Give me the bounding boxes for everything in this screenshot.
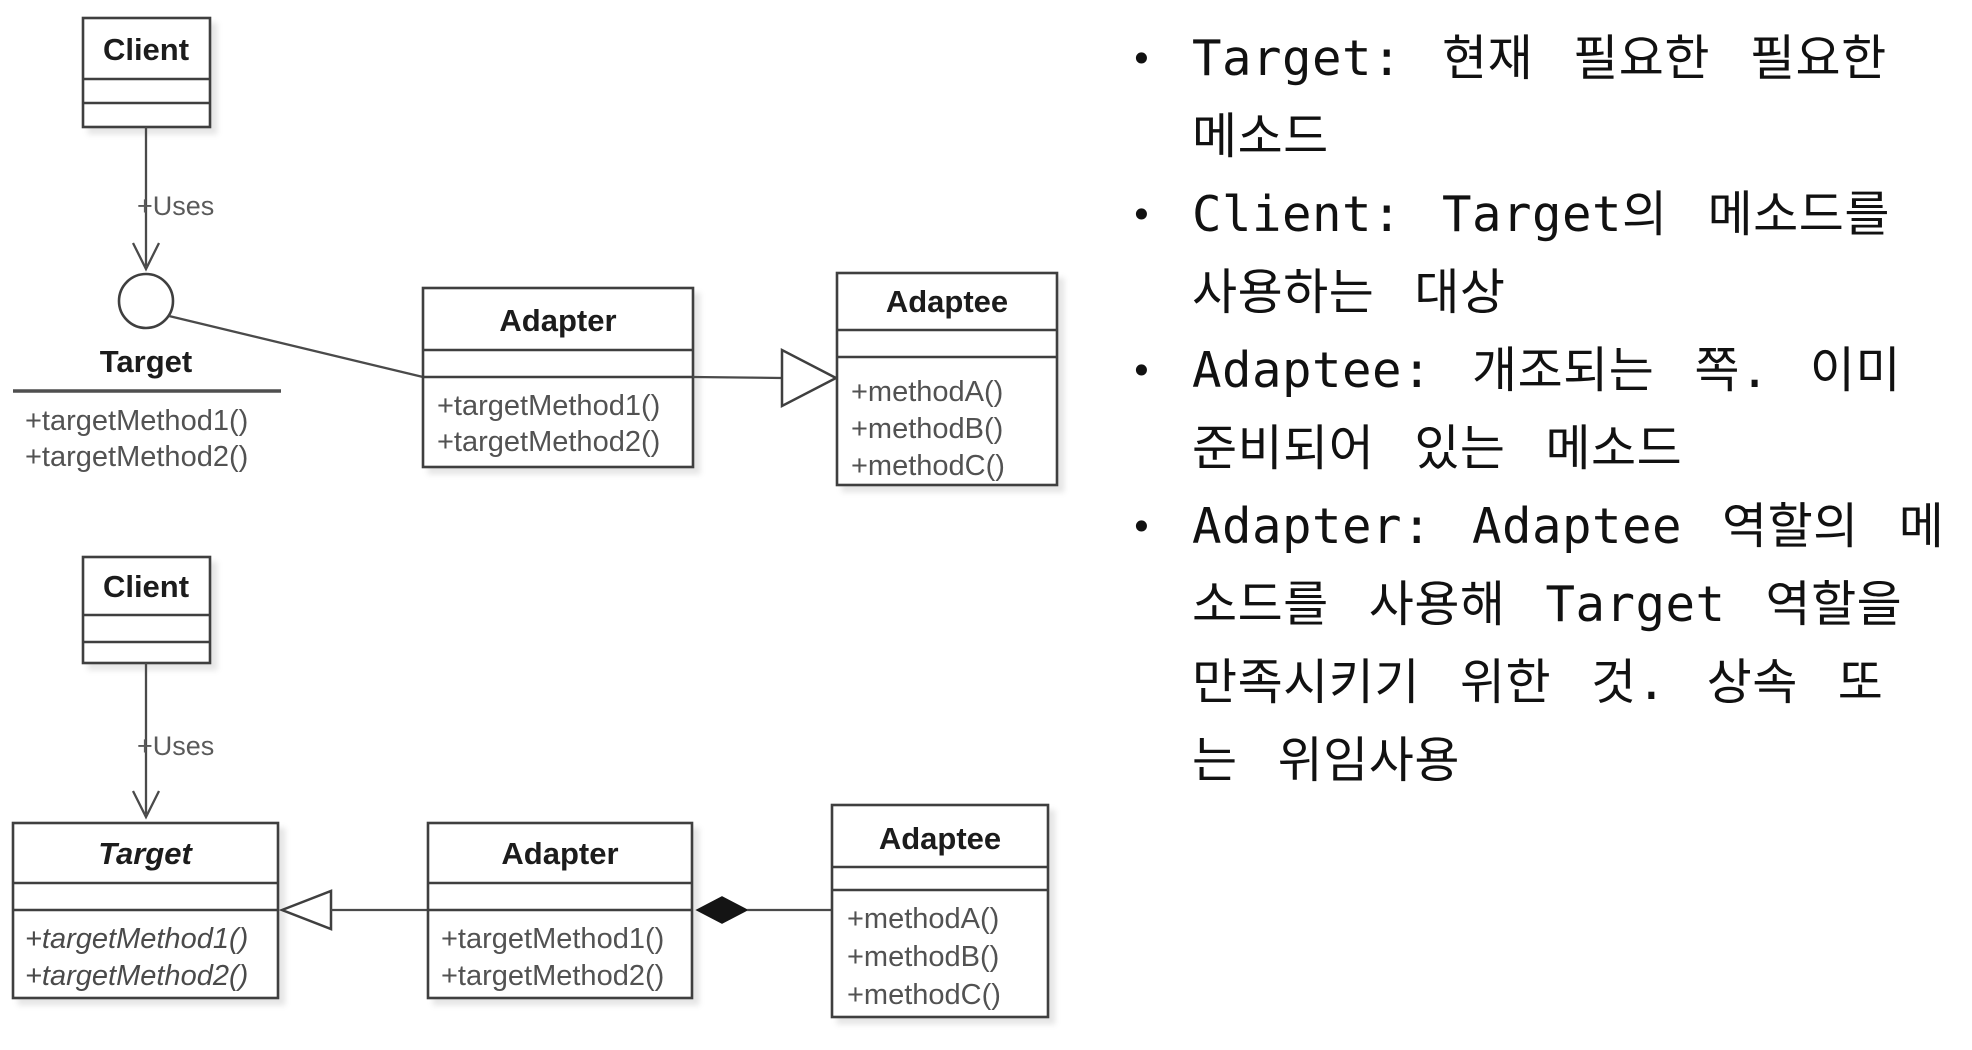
bullet-marker-icon: • <box>1130 193 1154 237</box>
bottom-adaptee-title: Adaptee <box>879 821 1001 856</box>
bottom-target-title: Target <box>98 836 193 871</box>
top-target-title: Target <box>100 344 192 379</box>
top-adaptee-method-2: +methodB() <box>851 413 1003 445</box>
top-adapter-class: Adapter +targetMethod1() +targetMethod2(… <box>421 286 695 469</box>
bullet-client-line-1: Client: Target의 메소드를 <box>1192 186 1890 243</box>
bottom-target-method-2: +targetMethod2() <box>25 960 248 992</box>
top-uses-label: +Uses <box>137 191 214 221</box>
bottom-client-class: Client <box>81 555 212 665</box>
bottom-adaptee-method-3: +methodC() <box>847 979 1001 1011</box>
top-diagram: Client +Uses Target +targetMethod1() +ta… <box>13 16 1059 487</box>
top-adaptee-box <box>835 271 1059 487</box>
top-adapter-method-2: +targetMethod2() <box>437 426 660 458</box>
top-target-method-1: +targetMethod1() <box>25 405 248 437</box>
bullet-client: • Client: Target의 메소드를 사용하는 대상 <box>1122 176 1962 332</box>
bullet-target: • Target: 현재 필요한 필요한 메소드 <box>1122 20 1962 176</box>
bottom-adaptee-method-2: +methodB() <box>847 941 999 973</box>
bottom-generalization-triangle-icon <box>278 889 333 931</box>
bullet-adapter-line-2: 소드를 사용해 Target 역할을 <box>1192 576 1903 633</box>
bullet-adaptee-line-2: 준비되어 있는 메소드 <box>1192 420 1683 477</box>
bottom-adaptee-box <box>830 803 1050 1019</box>
bullet-adapter-line-4: 는 위임사용 <box>1192 732 1460 789</box>
bullet-marker-icon: • <box>1130 349 1154 393</box>
bottom-adapter-method-2: +targetMethod2() <box>441 960 664 992</box>
bottom-client-title: Client <box>103 569 189 604</box>
uml-adapter-diagram: Client +Uses Target +targetMethod1() +ta… <box>11 16 1059 1019</box>
top-realization-triangle-icon <box>780 347 839 409</box>
top-adaptee-method-3: +methodC() <box>851 450 1005 482</box>
bullet-adapter-line-1: Adapter: Adaptee 역할의 메 <box>1192 498 1945 555</box>
bottom-generalization-arrow <box>278 889 428 931</box>
bottom-uses-label: +Uses <box>137 731 214 761</box>
bullet-marker-icon: • <box>1130 37 1154 81</box>
top-target-method-2: +targetMethod2() <box>25 441 248 473</box>
top-client-class: Client <box>81 16 212 129</box>
bullet-adapter: • Adapter: Adaptee 역할의 메 소드를 사용해 Target … <box>1122 488 1962 800</box>
bullet-adaptee: • Adaptee: 개조되는 쪽. 이미 준비되어 있는 메소드 <box>1122 332 1962 488</box>
bullet-client-line-2: 사용하는 대상 <box>1192 264 1506 321</box>
bullet-adapter-line-3: 만족시키기 위한 것. 상속 또 <box>1192 654 1884 711</box>
top-client-title: Client <box>103 32 189 67</box>
bullet-adaptee-line-1: Adaptee: 개조되는 쪽. 이미 <box>1192 342 1902 399</box>
bottom-adapter-method-1: +targetMethod1() <box>441 923 664 955</box>
bottom-adaptee-class: Adaptee +methodA() +methodB() +methodC() <box>830 803 1050 1019</box>
top-realization-line <box>692 375 783 380</box>
bottom-target-class: Target +targetMethod1() +targetMethod2() <box>11 821 280 1000</box>
bottom-uses-arrowhead-icon <box>131 790 161 820</box>
top-adaptee-class: Adaptee +methodA() +methodB() +methodC() <box>835 271 1059 487</box>
bullet-target-line-2: 메소드 <box>1192 108 1329 165</box>
top-target-lollipop-icon <box>117 272 175 330</box>
bottom-adapter-class: Adapter +targetMethod1() +targetMethod2(… <box>426 821 694 1000</box>
top-adaptee-method-1: +methodA() <box>851 376 1003 408</box>
bottom-target-method-1: +targetMethod1() <box>25 923 248 955</box>
bottom-adapter-title: Adapter <box>501 836 618 871</box>
bottom-uses-arrow: +Uses <box>131 663 214 820</box>
top-adapter-method-1: +targetMethod1() <box>437 390 660 422</box>
top-adaptee-title: Adaptee <box>886 284 1008 319</box>
bottom-diagram: Client +Uses Target +targetMethod1() +ta… <box>11 555 1050 1019</box>
top-adapter-title: Adapter <box>499 303 616 338</box>
bullet-marker-icon: • <box>1130 505 1154 549</box>
bottom-adaptee-method-1: +methodA() <box>847 903 999 935</box>
top-uses-arrow: +Uses <box>131 127 214 272</box>
top-uses-arrowhead-icon <box>131 242 161 272</box>
bottom-composition-diamond-icon <box>695 896 749 924</box>
top-lollipop-adapter-link <box>168 314 424 379</box>
notes-panel: • Target: 현재 필요한 필요한 메소드 • Client: Targe… <box>1122 20 1962 800</box>
top-realization-arrow <box>692 347 839 409</box>
bottom-composition-link <box>695 896 832 924</box>
top-client-box <box>81 16 212 129</box>
bullet-target-line-1: Target: 현재 필요한 필요한 <box>1192 30 1887 87</box>
top-target-interface: Target +targetMethod1() +targetMethod2() <box>13 272 281 473</box>
